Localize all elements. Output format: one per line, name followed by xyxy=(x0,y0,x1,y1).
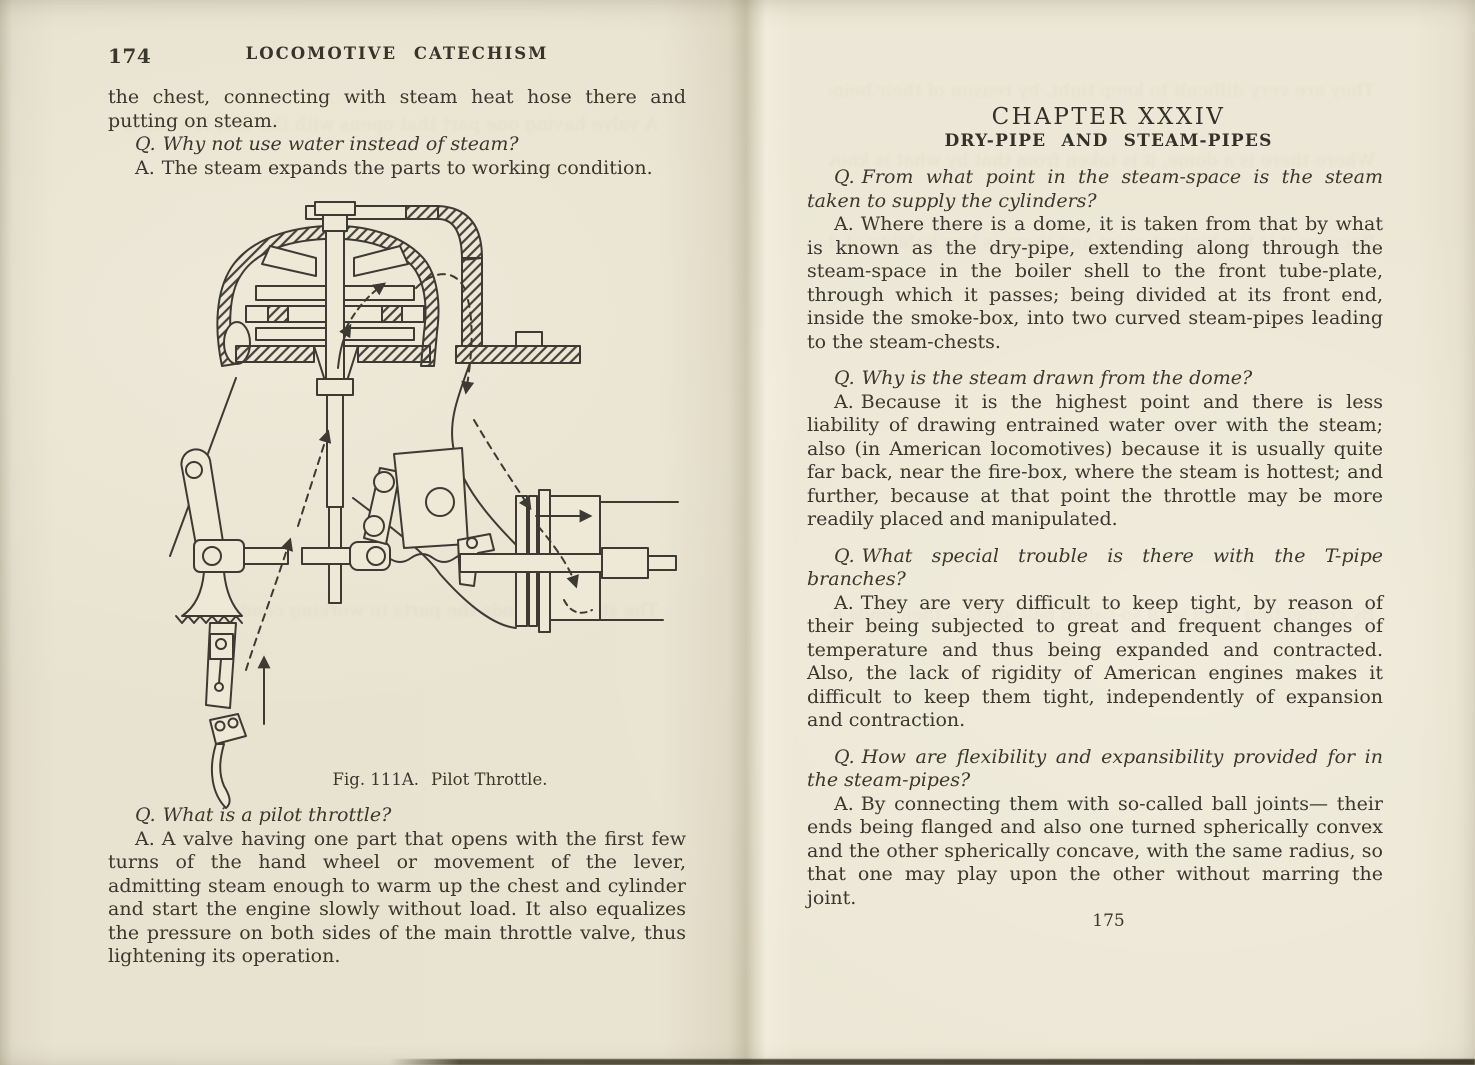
flow-arrow-dome xyxy=(345,282,387,329)
question-paragraph: Q. Why not use water instead of steam? xyxy=(108,133,686,157)
arm-pin xyxy=(185,461,203,479)
valve-post-left xyxy=(267,305,289,323)
stem-collar xyxy=(316,378,354,396)
chapter-subtitle: DRY-PIPE AND STEAM-PIPES xyxy=(944,130,1273,151)
question-prefix: Q. xyxy=(834,544,855,567)
flow-arrow-hook xyxy=(563,599,593,614)
answer-text: Where there is a dome, it is taken from … xyxy=(807,213,1383,353)
through-rod xyxy=(459,553,609,573)
valve-wing-right xyxy=(353,245,409,277)
flow-arrow-inlet-2 xyxy=(297,429,332,527)
elbow xyxy=(437,205,483,261)
answer-prefix: A. xyxy=(834,213,854,235)
question-paragraph: Q.What special trouble is there with the… xyxy=(807,545,1383,592)
dry-pipe-hatched xyxy=(405,205,439,220)
question-text: What is a pilot throttle? xyxy=(162,804,392,826)
answer-prefix: A. xyxy=(834,591,854,614)
question-text: How are flexibility and expansibility pr… xyxy=(807,745,1383,792)
question-text: From what point in the steam-space is th… xyxy=(807,166,1383,212)
quadrant-teeth xyxy=(175,615,243,624)
figure-caption-title: Pilot Throttle. xyxy=(430,770,548,789)
flow-arrow-over-top xyxy=(415,273,467,293)
question-prefix: Q. xyxy=(834,166,855,188)
dome-floor-left xyxy=(235,345,315,363)
pilot-throttle-figure xyxy=(118,196,710,810)
pilot-throttle-drawing xyxy=(169,201,679,809)
stem-lower xyxy=(326,394,344,508)
answer-paragraph: A.By connecting them with so-called ball… xyxy=(807,793,1383,911)
latch-pin xyxy=(218,658,222,684)
handle-rivet-2 xyxy=(227,717,239,729)
flow-arrow-down-2 xyxy=(473,419,532,511)
dome-wall xyxy=(216,224,440,367)
flow-arrow-inlet-1 xyxy=(245,537,294,671)
answer-prefix: A. xyxy=(135,156,155,179)
left-page-top-text: the chest, connecting with steam heat ho… xyxy=(108,86,686,180)
bracket-pin xyxy=(466,537,478,549)
handle-rivet-1 xyxy=(214,720,226,732)
answer-text: Because it is the highest point and ther… xyxy=(807,390,1383,531)
question-text: Why not use water instead of steam? xyxy=(162,133,519,155)
boss-pin xyxy=(202,546,222,566)
valve-wing-left xyxy=(261,245,317,277)
seat-plate xyxy=(455,345,581,364)
figure-caption-label: Fig. 111A. xyxy=(332,770,419,789)
running-head: 174 LOCOMOTIVE CATECHISM xyxy=(108,44,686,68)
link-pin-upper xyxy=(373,471,395,493)
figure-caption: Fig. 111A. Pilot Throttle. xyxy=(200,770,680,789)
question-paragraph: Q.From what point in the steam-space is … xyxy=(807,166,1383,213)
question-paragraph: Q. Why is the steam drawn from the dome? xyxy=(807,367,1383,391)
latch-handle xyxy=(210,743,231,809)
rod-collar xyxy=(601,547,649,579)
quadrant-bell xyxy=(181,571,243,617)
paragraph-text: the chest, connecting with steam heat ho… xyxy=(108,86,686,132)
answer-text: The steam expands the parts to working c… xyxy=(161,156,653,179)
question-prefix: Q. xyxy=(135,804,156,826)
answer-paragraph: A.A valve having one part that opens wit… xyxy=(108,828,686,969)
running-title: LOCOMOTIVE CATECHISM xyxy=(245,44,549,63)
flow-arrow-down-3 xyxy=(537,525,579,589)
latch-pin-end xyxy=(214,682,224,692)
valve-post-right xyxy=(381,305,403,323)
answer-paragraph: A.They are very difficult to keep tight,… xyxy=(807,592,1383,733)
question-prefix: Q. xyxy=(834,745,855,768)
crank-pin xyxy=(425,487,455,517)
flow-arrow-down-1 xyxy=(461,299,475,395)
question-prefix: Q. xyxy=(135,133,156,155)
page-number-right: 175 xyxy=(1092,911,1125,931)
reach-rod-right xyxy=(301,547,353,565)
answer-paragraph: A.Where there is a dome, it is taken fro… xyxy=(807,213,1383,354)
valve-stem xyxy=(325,230,345,380)
answer-prefix: A. xyxy=(834,792,854,815)
body-paragraph: the chest, connecting with steam heat ho… xyxy=(108,86,686,133)
answer-prefix: A. xyxy=(135,827,155,850)
answer-text: They are very difficult to keep tight, b… xyxy=(807,591,1383,732)
latch-hole xyxy=(215,638,227,650)
question-text: What special trouble is there with the T… xyxy=(807,544,1383,591)
question-paragraph: Q.How are flexibility and expansibility … xyxy=(807,746,1383,793)
scan-bottom-edge xyxy=(0,1059,1475,1065)
answer-prefix: A. xyxy=(834,390,854,413)
stem-cap xyxy=(322,214,348,232)
bleedthrough-ghost: They are very difficult to keep tight, b… xyxy=(830,80,1375,101)
flow-arrow-stem xyxy=(337,323,352,369)
answer-paragraph: A. The steam expands the parts to working… xyxy=(108,157,686,181)
right-page-text: CHAPTER XXXIV DRY-PIPE AND STEAM-PIPES Q… xyxy=(807,104,1383,934)
answer-text: A valve having one part that opens with … xyxy=(108,827,686,968)
link-pin-lower xyxy=(363,515,385,537)
left-page-bottom-text: Q. What is a pilot throttle? A.A valve ha… xyxy=(108,804,686,969)
question-prefix: Q. xyxy=(834,367,855,389)
question-paragraph: Q. What is a pilot throttle? xyxy=(108,804,686,828)
dome-floor-right xyxy=(357,345,431,363)
rod-stub xyxy=(647,555,677,571)
answer-text: By connecting them with so-called ball j… xyxy=(807,792,1383,909)
question-text: Why is the steam drawn from the dome? xyxy=(861,367,1253,389)
chapter-heading: CHAPTER XXXIV xyxy=(991,104,1226,130)
seat-step xyxy=(515,331,543,347)
page-number-left: 174 xyxy=(108,44,152,68)
knuckle-pin xyxy=(366,546,386,566)
stem-nut xyxy=(314,201,356,216)
answer-paragraph: A.Because it is the highest point and th… xyxy=(807,391,1383,532)
reach-rod-left xyxy=(243,547,289,565)
